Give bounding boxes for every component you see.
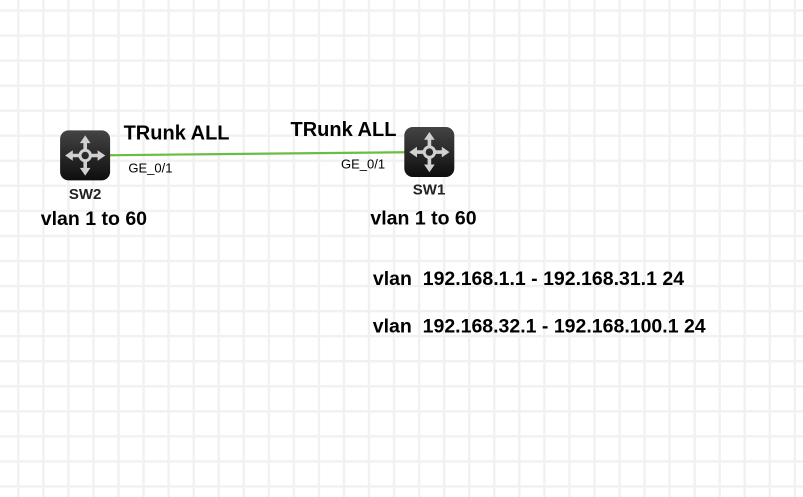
svg-text:GE_0/1: GE_0/1 (128, 161, 172, 176)
svg-text:GE_0/1: GE_0/1 (341, 157, 385, 172)
svg-text:vlan 1 to 60: vlan 1 to 60 (41, 208, 147, 230)
svg-text:TRunk ALL: TRunk ALL (124, 122, 230, 144)
svg-text:vlan 192.168.32.1 - 192.168.1: vlan 192.168.32.1 - 192.168.100.1 24 (373, 315, 706, 337)
svg-text:TRunk ALL: TRunk ALL (291, 119, 397, 141)
svg-text:SW2: SW2 (69, 186, 102, 203)
svg-text:vlan 1 to 60: vlan 1 to 60 (370, 207, 476, 229)
svg-text:vlan 192.168.1.1 - 192.168.31: vlan 192.168.1.1 - 192.168.31.1 24 (373, 268, 684, 290)
svg-text:SW1: SW1 (413, 181, 446, 198)
